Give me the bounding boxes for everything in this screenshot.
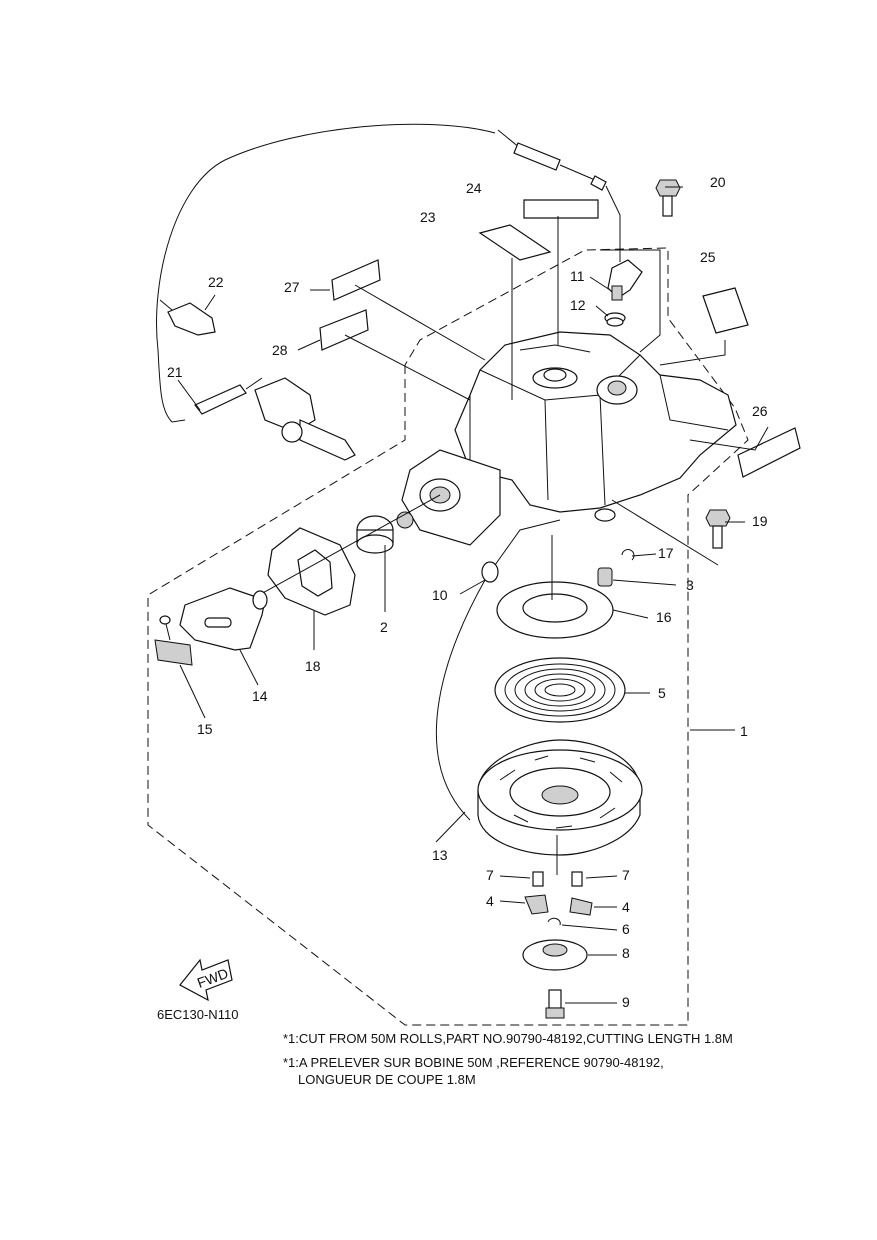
- carburetor-link: [254, 377, 356, 461]
- callout-21: 21: [167, 364, 183, 380]
- callout-27: 27: [284, 279, 300, 295]
- bolt-part-19: [705, 509, 731, 549]
- starter-rope: [249, 494, 441, 601]
- grommet-part-10: [435, 519, 561, 821]
- spring-part-12: [604, 312, 626, 327]
- callout-numbers: 1 2 3 4 4 5 6 7 7 8 9 10 11 12 13 14 15 …: [167, 174, 768, 1010]
- footnote-english: *1:CUT FROM 50M ROLLS,PART NO.90790-4819…: [283, 1031, 733, 1046]
- cable-guide: [401, 449, 501, 546]
- callout-19: 19: [752, 513, 768, 529]
- callout-14: 14: [252, 688, 268, 704]
- callout-1: 1: [740, 723, 748, 739]
- callout-7a: 7: [486, 867, 494, 883]
- spring-part-7b: [571, 871, 583, 887]
- circlip-part-17: [621, 549, 635, 561]
- sheave-drum-part-13: [477, 739, 643, 856]
- callout-7b: 7: [622, 867, 630, 883]
- clip-part-22: [159, 299, 216, 336]
- recoil-spring-part-5: [494, 657, 626, 723]
- seal-part-18: [267, 527, 356, 616]
- callout-2: 2: [380, 619, 388, 635]
- callout-25: 25: [700, 249, 716, 265]
- starter-case: [454, 331, 737, 513]
- fwd-arrow-icon: FWD: [179, 958, 233, 1002]
- circlip-part-6: [547, 917, 561, 926]
- starter-cable: [156, 123, 621, 423]
- assembly-boundary: [147, 247, 749, 1026]
- rope-holder-part-15: [154, 615, 193, 666]
- bolt-part-20: [655, 179, 681, 217]
- callout-5: 5: [658, 685, 666, 701]
- pawl-part-4b: [569, 897, 593, 916]
- drive-plate-part-8: [522, 939, 588, 971]
- callout-17: 17: [658, 545, 674, 561]
- callout-10: 10: [432, 587, 448, 603]
- callout-8: 8: [622, 945, 630, 961]
- callout-12: 12: [570, 297, 586, 313]
- leader-lines: [177, 186, 769, 1004]
- callout-28: 28: [272, 342, 288, 358]
- footnote-french-line2: LONGUEUR DE COUPE 1.8M: [298, 1072, 476, 1087]
- callout-9: 9: [622, 994, 630, 1010]
- callout-13: 13: [432, 847, 448, 863]
- lever-part-11: [607, 259, 643, 301]
- callout-16: 16: [656, 609, 672, 625]
- callout-24: 24: [466, 180, 482, 196]
- spring-part-7a: [532, 871, 544, 887]
- collar-part-3: [594, 508, 616, 587]
- callout-11: 11: [570, 268, 585, 284]
- fitting-part-21: [194, 377, 263, 415]
- callout-6: 6: [622, 921, 630, 937]
- diagram-code: 6EC130-N110: [157, 1007, 239, 1022]
- pawl-part-4a: [524, 894, 549, 915]
- callout-3: 3: [686, 577, 694, 593]
- bolt-part-9: [545, 989, 565, 1019]
- callout-4a: 4: [486, 893, 494, 909]
- callout-15: 15: [197, 721, 213, 737]
- callout-22: 22: [208, 274, 224, 290]
- plate-part-16: [496, 581, 614, 639]
- callout-23: 23: [420, 209, 436, 225]
- callout-18: 18: [305, 658, 321, 674]
- callout-20: 20: [710, 174, 726, 190]
- handle-part-14: [179, 587, 268, 651]
- footnote-french-line1: *1:A PRELEVER SUR BOBINE 50M ,REFERENCE …: [283, 1055, 664, 1070]
- callout-4b: 4: [622, 899, 630, 915]
- label-decals: [319, 199, 801, 478]
- callout-26: 26: [752, 403, 768, 419]
